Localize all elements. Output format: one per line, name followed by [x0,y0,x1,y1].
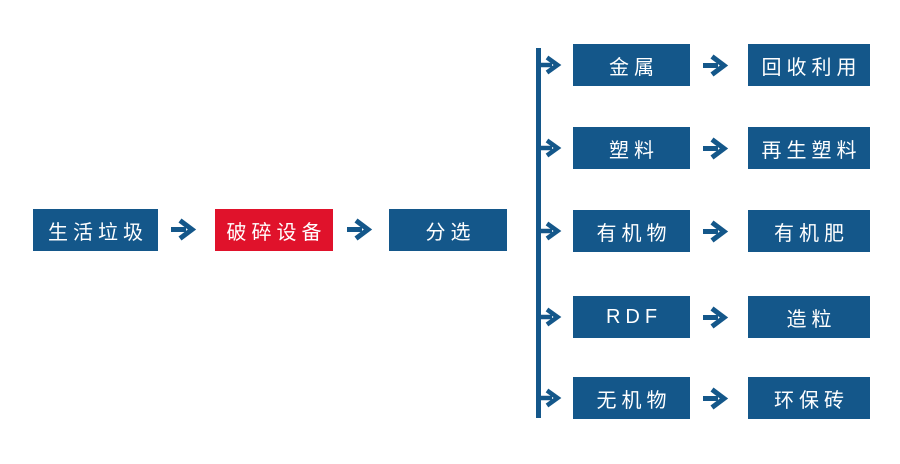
branch-arrow-icon [541,220,564,242]
node-rdf: RDF [573,296,690,338]
right-arrow-icon [702,135,730,162]
branch-arrow-icon [541,387,564,409]
node-metal: 金属 [573,44,690,86]
node-household-waste: 生活垃圾 [33,209,158,251]
right-arrow-icon [346,216,374,243]
node-eco-brick: 环保砖 [748,377,870,419]
node-organic-matter: 有机物 [573,210,690,252]
right-arrow-icon [170,216,198,243]
node-recycling: 回收利用 [748,44,870,86]
node-plastic: 塑料 [573,127,690,169]
node-recycled-plastic: 再生塑料 [748,127,870,169]
branch-arrow-icon [541,306,564,328]
node-inorganic-matter: 无机物 [573,377,690,419]
right-arrow-icon [702,304,730,331]
right-arrow-icon [702,218,730,245]
right-arrow-icon [702,52,730,79]
branch-arrow-icon [541,54,564,76]
node-organic-fertilizer: 有机肥 [748,210,870,252]
node-granulation: 造粒 [748,296,870,338]
branch-arrow-icon [541,137,564,159]
node-crushing-equipment: 破碎设备 [215,209,333,251]
right-arrow-icon [702,385,730,412]
branch-spine-line [536,48,541,418]
node-sorting: 分选 [389,209,507,251]
